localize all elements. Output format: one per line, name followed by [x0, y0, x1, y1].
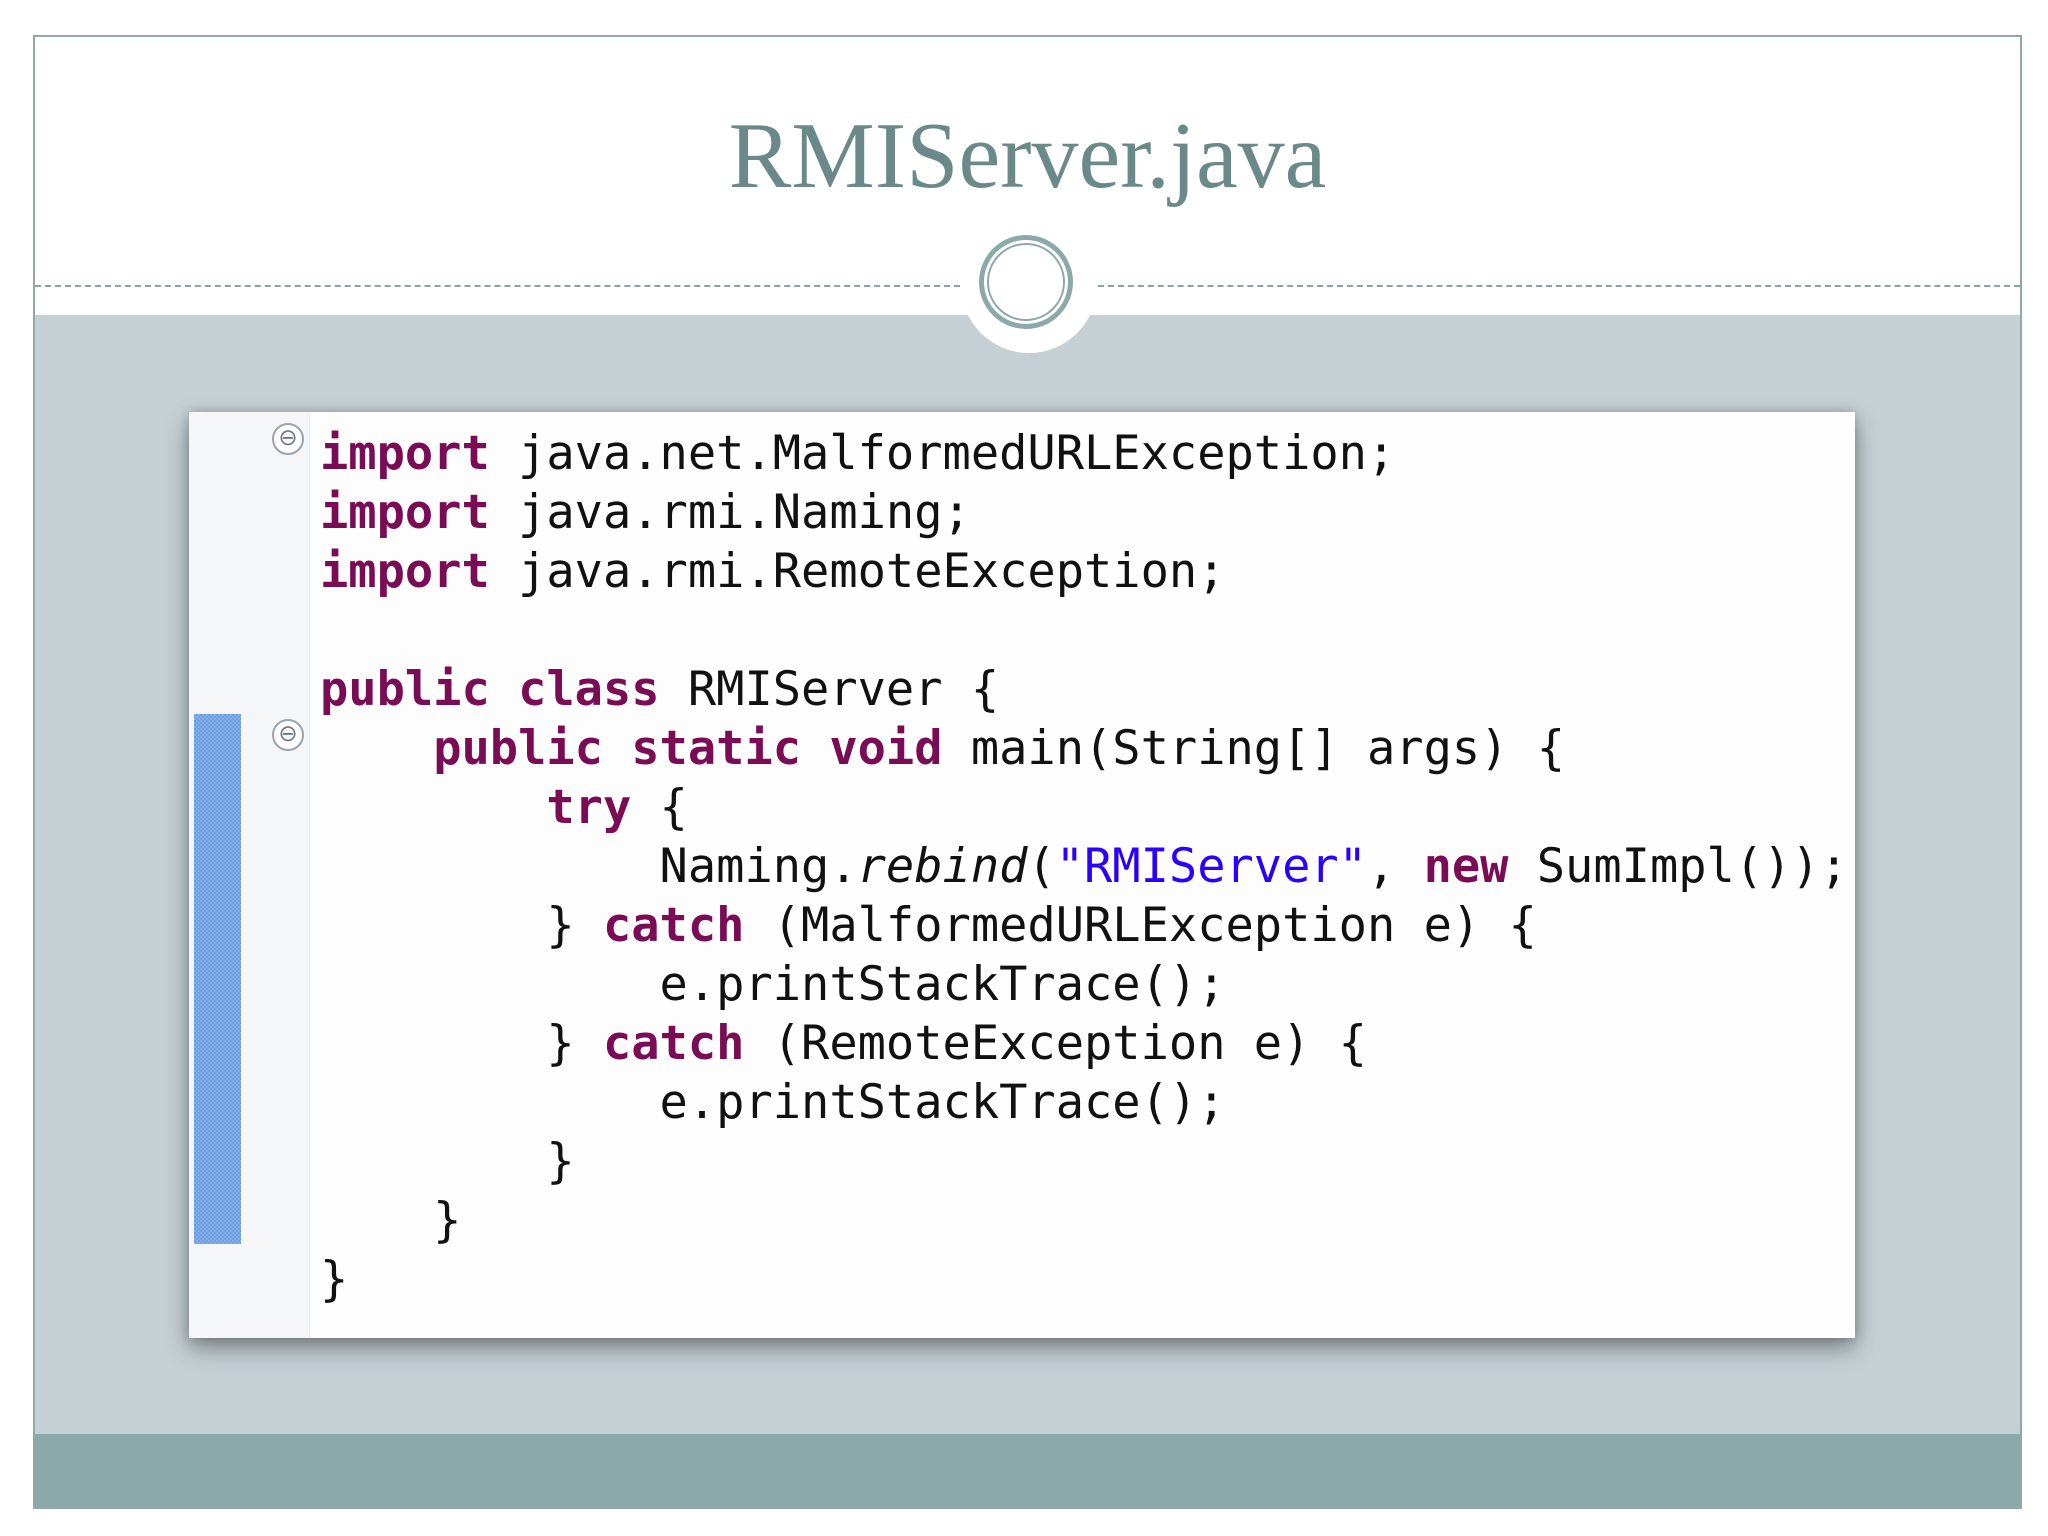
code-line: import java.net.MalformedURLException; [320, 424, 1840, 483]
code-token: import [320, 544, 490, 599]
code-token: rebind [857, 839, 1028, 894]
code-token: SumImpl()); [1508, 839, 1849, 894]
code-line: public static void main(String[] args) { [320, 719, 1840, 778]
title-divider-right [1098, 285, 2020, 287]
code-token: new [1423, 839, 1509, 894]
code-token: java.net.MalformedURLException; [489, 426, 1396, 481]
code-token: void [829, 721, 943, 776]
code-line: import java.rmi.Naming; [320, 483, 1840, 542]
slide-title: RMIServer.java [728, 104, 1327, 208]
code-token: main(String[] args) { [942, 721, 1566, 776]
code-token: } [320, 1134, 575, 1189]
java-code-screenshot: ⊖ ⊖ import java.net.MalformedURLExceptio… [189, 412, 1855, 1338]
code-token: (RemoteException e) { [744, 1016, 1367, 1071]
code-token: "RMIServer" [1055, 839, 1367, 894]
code-token: import [320, 485, 490, 540]
code-line: public class RMIServer { [320, 660, 1840, 719]
code-token: java.rmi.RemoteException; [489, 544, 1226, 599]
collapse-icon[interactable]: ⊖ [272, 719, 304, 751]
collapse-icon[interactable]: ⊖ [272, 423, 304, 455]
code-token: RMIServer { [659, 662, 1000, 717]
code-token [320, 780, 546, 835]
code-token: (MalformedURLException e) { [744, 898, 1537, 953]
code-token [801, 721, 829, 776]
code-token: catch [602, 1016, 745, 1071]
code-token: class [518, 662, 660, 717]
code-token [603, 721, 631, 776]
code-token: } [320, 898, 603, 953]
code-token: static [631, 721, 802, 776]
code-token: { [631, 780, 688, 835]
title-divider-left [35, 285, 960, 287]
presentation-slide: RMIServer.java ⊖ ⊖ import java.net.Malfo… [33, 35, 2022, 1509]
code-token: import [320, 426, 490, 481]
code-token: } [320, 1016, 603, 1071]
code-line [320, 601, 1840, 660]
code-token: public [320, 662, 490, 717]
code-line: try { [320, 778, 1840, 837]
code-token: e.printStackTrace(); [320, 957, 1226, 1012]
code-token [490, 662, 518, 717]
code-line: e.printStackTrace(); [320, 1073, 1840, 1132]
code-token: public [433, 721, 603, 776]
code-token: } [320, 1193, 462, 1248]
footer-band [35, 1434, 2020, 1507]
code-token [320, 721, 433, 776]
change-marker-bar [194, 714, 241, 1244]
code-token: e.printStackTrace(); [320, 1075, 1226, 1130]
code-line: e.printStackTrace(); [320, 955, 1840, 1014]
code-token: java.rmi.Naming; [489, 485, 971, 540]
code-line: } catch (MalformedURLException e) { [320, 896, 1840, 955]
code-line: } [320, 1132, 1840, 1191]
ornament-inner-ring [987, 243, 1065, 321]
code-line: } [320, 1250, 1840, 1309]
code-token: , [1366, 839, 1424, 894]
code-line: Naming.rebind("RMIServer", new SumImpl()… [320, 837, 1848, 896]
code-line: import java.rmi.RemoteException; [320, 542, 1840, 601]
code-line: } [320, 1191, 1840, 1250]
code-token: ( [1027, 839, 1056, 894]
code-token: } [320, 1252, 349, 1307]
code-token: try [546, 780, 632, 835]
java-source-code: import java.net.MalformedURLException;im… [320, 424, 1848, 1324]
code-token: Naming. [320, 839, 858, 894]
code-token: catch [602, 898, 745, 953]
code-line: } catch (RemoteException e) { [320, 1014, 1840, 1073]
